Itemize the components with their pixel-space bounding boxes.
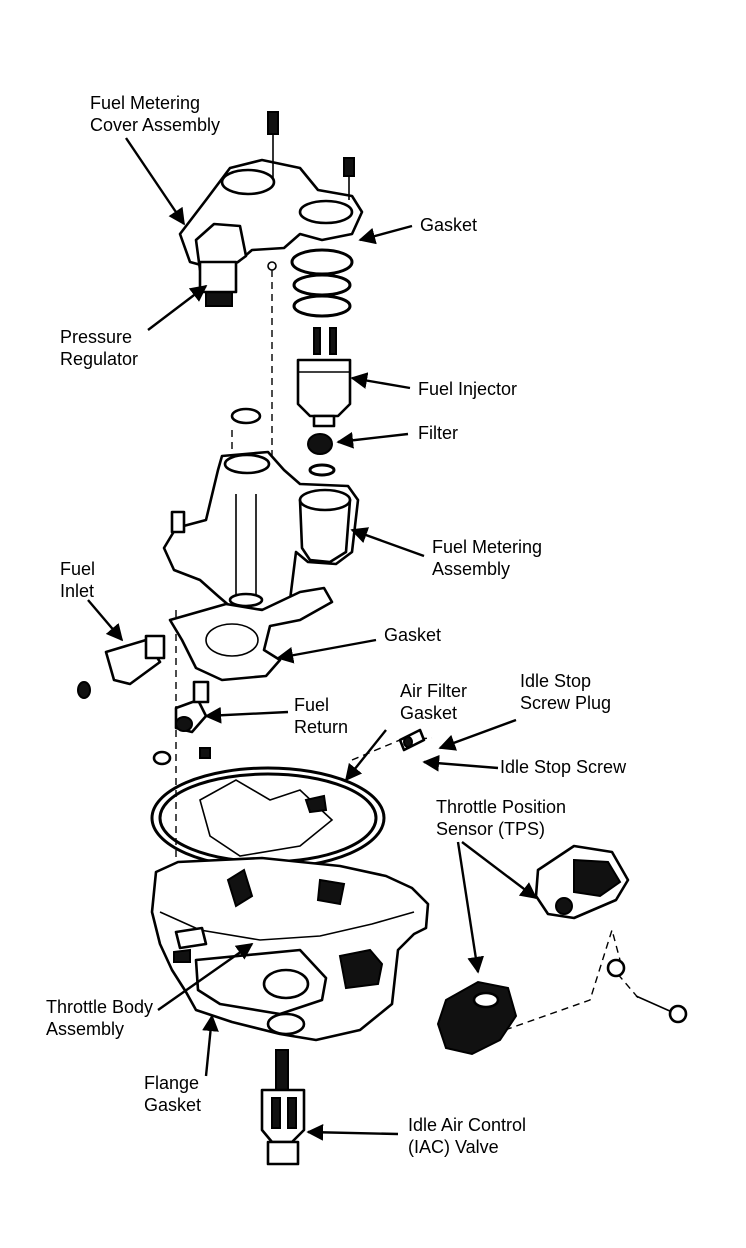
mid-gasket xyxy=(168,586,334,682)
fuel-metering-body xyxy=(162,450,360,612)
label-fuel-injector: Fuel Injector xyxy=(418,379,518,399)
label-pressure-regulator: Pressure Regulator xyxy=(60,327,139,369)
label-fuel-metering-cover: Fuel Metering Cover Assembly xyxy=(90,93,221,135)
tps-screws xyxy=(606,958,688,1024)
label-throttle-body-assembly: Throttle Body Assembly xyxy=(46,997,154,1039)
label-idle-stop-screw-plug: Idle Stop Screw Plug xyxy=(520,671,612,713)
injector-gaskets xyxy=(290,248,354,318)
tps-upper xyxy=(534,844,630,920)
label-gasket-mid: Gasket xyxy=(384,625,442,645)
fuel-metering-cover xyxy=(178,111,364,307)
label-flange-gasket: Flange Gasket xyxy=(144,1073,202,1115)
throttle-body xyxy=(150,856,430,1042)
tps-lower xyxy=(436,980,518,1056)
label-fuel-inlet: Fuel Inlet xyxy=(60,559,96,601)
screw-small xyxy=(230,407,262,425)
label-tps: Throttle Position Sensor (TPS) xyxy=(436,797,567,839)
fuel-inlet-fitting xyxy=(77,634,166,699)
label-air-filter-gasket: Air Filter Gasket xyxy=(400,681,467,723)
fuel-return-fitting xyxy=(152,680,211,766)
air-filter-gasket-ring xyxy=(150,766,386,870)
label-iac-valve: Idle Air Control (IAC) Valve xyxy=(408,1115,527,1157)
label-gasket-top: Gasket xyxy=(420,215,478,235)
label-fuel-metering-assembly: Fuel Metering Assembly xyxy=(432,537,543,579)
injector-filter xyxy=(307,433,336,477)
iac-valve-part xyxy=(260,1049,306,1166)
fuel-injector xyxy=(296,327,352,428)
idle-stop-screw xyxy=(398,728,426,752)
label-filter: Filter xyxy=(418,423,458,443)
label-idle-stop-screw: Idle Stop Screw xyxy=(500,757,627,777)
label-fuel-return: Fuel Return xyxy=(294,695,349,737)
leader-lines xyxy=(87,137,538,1141)
